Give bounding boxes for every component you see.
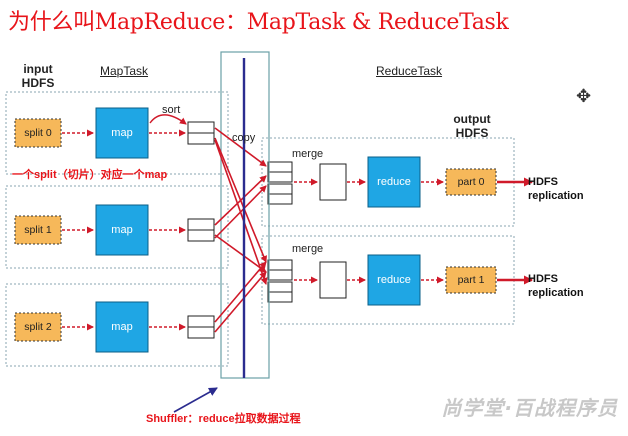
split-note: 一个split（切片）对应一个map xyxy=(12,169,168,181)
part-label: part 0 xyxy=(458,176,485,188)
sort-buffer xyxy=(187,315,215,339)
merge-box xyxy=(319,163,347,201)
reduce-label: reduce xyxy=(377,176,411,188)
map-label: map xyxy=(111,127,132,139)
copy-input-buffer xyxy=(267,259,293,281)
shuffle-arrow xyxy=(214,127,267,167)
hdfs-out-line2: replication xyxy=(528,287,584,299)
reduce-label: reduce xyxy=(377,274,411,286)
input-hdfs-label: input HDFS xyxy=(14,62,62,90)
copy-input-buffer xyxy=(267,183,293,205)
copy-input-buffer xyxy=(267,281,293,303)
hdfs-replication-1: HDFS replication xyxy=(528,272,584,300)
part-label: part 1 xyxy=(458,274,485,286)
reducetask-label: ReduceTask xyxy=(376,64,443,78)
hdfs-out-line1: HDFS xyxy=(528,176,558,188)
split-label: split 0 xyxy=(24,127,52,139)
page-title: 为什么叫MapReduce：MapTask & ReduceTask xyxy=(8,10,509,35)
reduce-box xyxy=(367,156,421,208)
part-box xyxy=(445,168,497,196)
output-hdfs-line1: output xyxy=(453,112,491,126)
split-box xyxy=(14,312,62,342)
map-label: map xyxy=(111,224,132,236)
watermark: 尚学堂·百战程序员 xyxy=(441,396,618,420)
split-label: split 2 xyxy=(24,321,52,333)
map-box xyxy=(95,107,149,159)
output-hdfs-label: output HDFS xyxy=(448,112,496,140)
shuffler-callout-arrow xyxy=(173,387,218,413)
shuffle-arrow xyxy=(214,234,267,273)
hdfs-out-line1: HDFS xyxy=(528,273,558,285)
map-box xyxy=(95,301,149,353)
merge-label-top: merge xyxy=(292,148,324,160)
sort-buffer xyxy=(187,121,215,145)
hdfs-out-line2: replication xyxy=(528,190,584,202)
shuffle-arrow xyxy=(214,261,267,323)
copy-input-buffer xyxy=(267,161,293,183)
reduce-box xyxy=(367,254,421,306)
map-label: map xyxy=(111,321,132,333)
copy-label: copy xyxy=(232,132,256,144)
sort-buffer xyxy=(187,218,215,242)
split-box xyxy=(14,118,62,148)
shuffle-arrow xyxy=(214,175,267,226)
sort-label: sort xyxy=(162,104,181,116)
output-hdfs-line2: HDFS xyxy=(455,126,489,140)
sort-curve-arrow xyxy=(149,114,187,125)
merge-box xyxy=(319,261,347,299)
shuffle-arrow xyxy=(214,271,267,333)
input-hdfs-line2: HDFS xyxy=(21,76,55,90)
hdfs-replication-0: HDFS replication xyxy=(528,175,584,203)
part-box xyxy=(445,266,497,294)
input-hdfs-line1: input xyxy=(23,62,53,76)
merge-label-bottom: merge xyxy=(292,243,324,255)
move-cursor-icon: ✥ xyxy=(576,86,592,107)
maptask-label: MapTask xyxy=(100,64,149,78)
split-box xyxy=(14,215,62,245)
split-label: split 1 xyxy=(24,224,52,236)
map-box xyxy=(95,204,149,256)
shuffler-note: Shuffler：reduce拉取数据过程 xyxy=(146,413,301,425)
shuffle-arrow xyxy=(214,139,268,285)
